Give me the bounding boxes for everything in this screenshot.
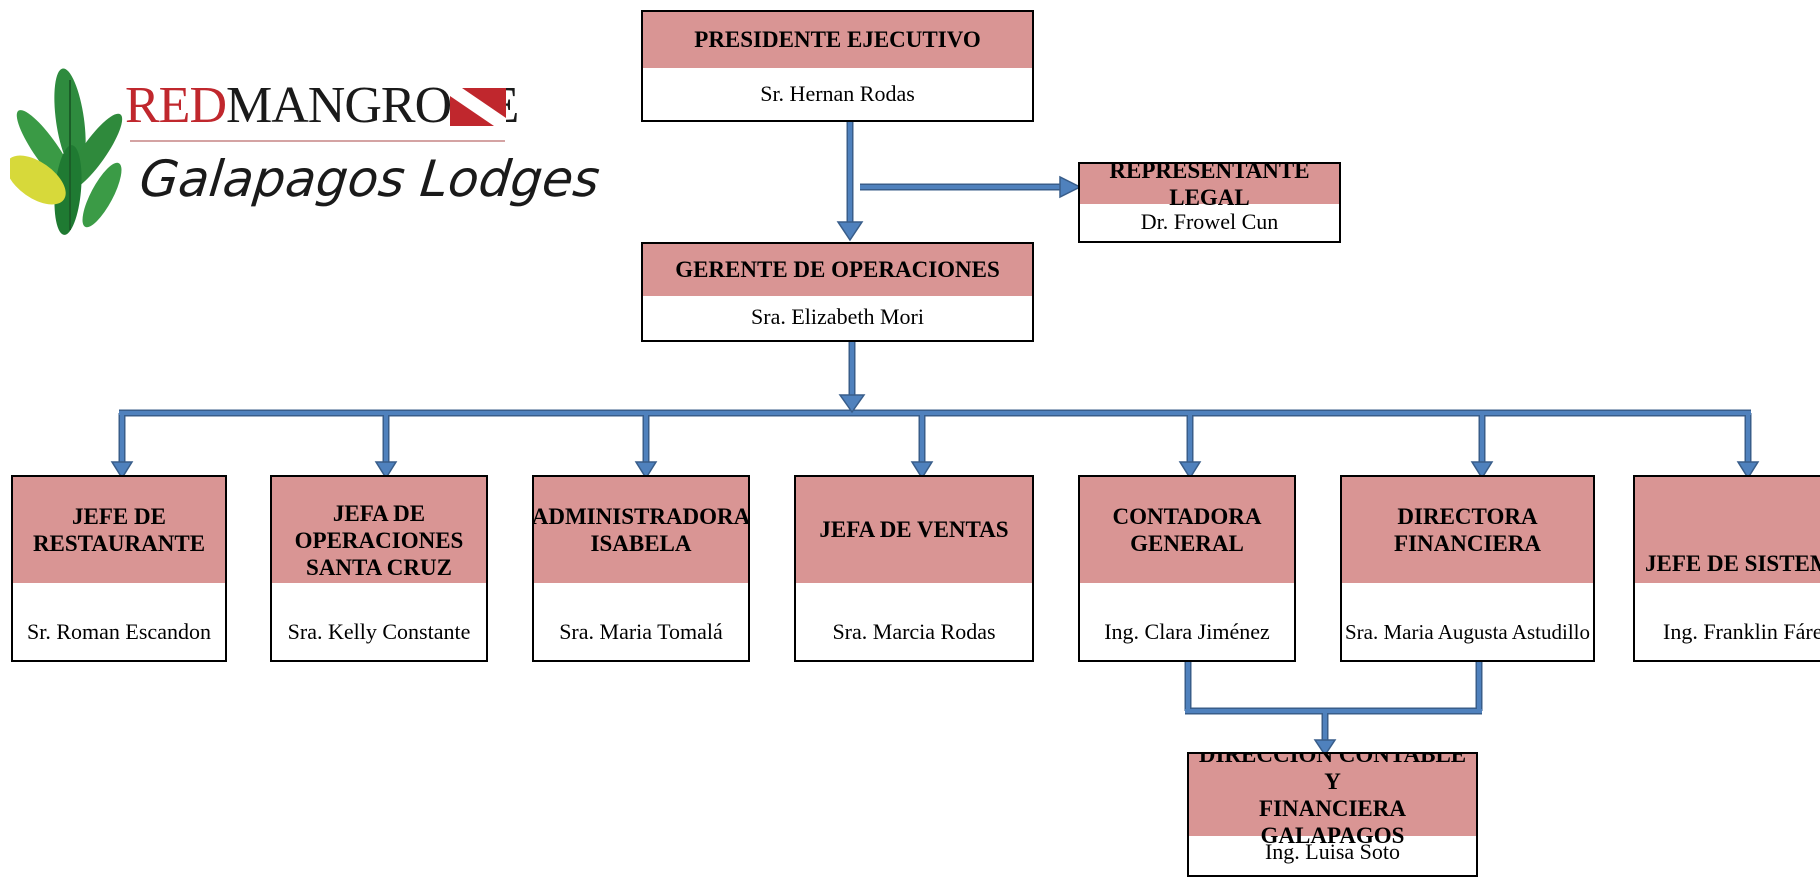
node-title: CONTADORA GENERAL <box>1080 477 1294 583</box>
node-person: Sra. Maria Augusta Astudillo <box>1345 619 1590 644</box>
node-gerente-de-operaciones: GERENTE DE OPERACIONES Sra. Elizabeth Mo… <box>641 242 1034 342</box>
node-title: JEFE DE SISTEMAS <box>1635 477 1820 583</box>
node-person: Dr. Frowel Cun <box>1140 209 1279 234</box>
node-jefa-de-ventas: JEFA DE VENTAS Sra. Marcia Rodas <box>794 475 1034 662</box>
node-person: Ing. Luisa Soto <box>1264 839 1401 864</box>
node-title: PRESIDENTE EJECUTIVO <box>643 12 1032 68</box>
node-title: GERENTE DE OPERACIONES <box>643 244 1032 296</box>
node-presidente-ejecutivo: PRESIDENTE EJECUTIVO Sr. Hernan Rodas <box>641 10 1034 122</box>
node-title: JEFA DE VENTAS <box>796 477 1032 583</box>
node-title: ADMINISTRADORA ISABELA <box>534 477 748 583</box>
node-title: REPRESENTANTE LEGAL <box>1080 164 1339 210</box>
node-person: Ing. Franklin Fárez <box>1663 619 1820 644</box>
node-contadora-general: CONTADORA GENERAL Ing. Clara Jiménez <box>1078 475 1296 662</box>
node-person: Sr. Roman Escandon <box>27 619 211 644</box>
node-representante-legal: REPRESENTANTE LEGAL Dr. Frowel Cun <box>1078 162 1341 243</box>
node-person: Sra. Marcia Rodas <box>832 619 996 644</box>
node-person: Sra. Kelly Constante <box>287 619 471 644</box>
node-person: Sra. Maria Tomalá <box>559 619 723 644</box>
node-person: Ing. Clara Jiménez <box>1104 619 1270 644</box>
mangrove-leaf-icon <box>10 68 123 235</box>
node-administradora-isabela: ADMINISTRADORA ISABELA Sra. Maria Tomalá <box>532 475 750 662</box>
redmangrove-logo: REDMANGROVE Galapagos Lodges <box>10 60 602 250</box>
logo-divider <box>130 140 505 142</box>
dive-flag-icon <box>450 88 506 126</box>
node-jefe-de-restaurante: JEFE DE RESTAURANTE Sr. Roman Escandon <box>11 475 227 662</box>
logo-subtitle: Galapagos Lodges <box>136 150 603 208</box>
node-directora-financiera: DIRECTORA FINANCIERA Sra. Maria Augusta … <box>1340 475 1595 662</box>
node-person: Sr. Hernan Rodas <box>760 81 915 106</box>
logo-brand-red: RED <box>125 77 227 134</box>
node-title: DIRECTORA FINANCIERA <box>1342 477 1593 583</box>
node-direccion-contable-galapagos: DIRECCION CONTABLE Y FINANCIERA GALAPAGO… <box>1187 752 1478 877</box>
node-jefe-de-sistemas: JEFE DE SISTEMAS Ing. Franklin Fárez <box>1633 475 1820 662</box>
node-title: JEFA DE OPERACIONES SANTA CRUZ <box>272 477 486 583</box>
node-title: JEFE DE RESTAURANTE <box>13 477 225 583</box>
node-title: DIRECCION CONTABLE Y FINANCIERA GALAPAGO… <box>1189 754 1476 848</box>
node-person: Sra. Elizabeth Mori <box>751 304 924 329</box>
node-jefa-operaciones-santa-cruz: JEFA DE OPERACIONES SANTA CRUZ Sra. Kell… <box>270 475 488 662</box>
